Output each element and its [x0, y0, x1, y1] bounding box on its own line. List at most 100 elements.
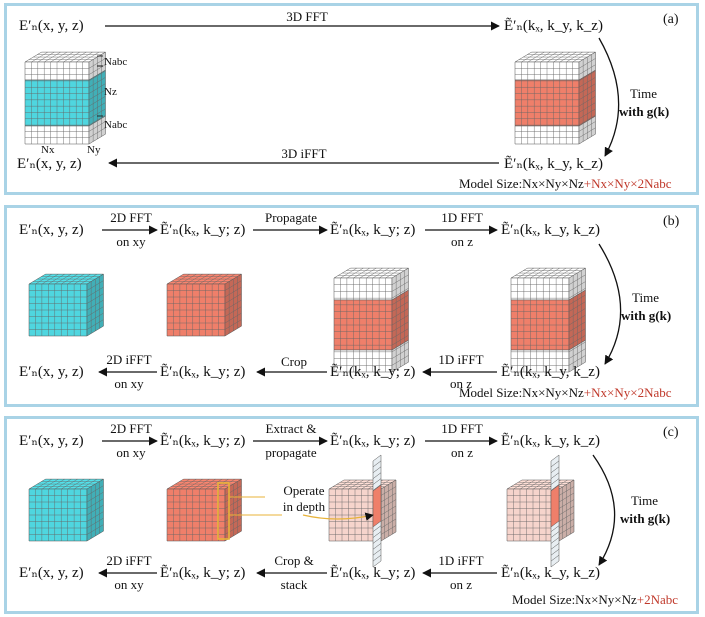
field-c-g4: Ẽ′ₙ(kₓ, k_y, k_z) [501, 565, 600, 581]
cube-grid [25, 51, 106, 144]
label-time-c: Time [631, 493, 658, 508]
arrow-time-c [592, 454, 616, 566]
grid-line [372, 531, 382, 538]
label-c-crop: Crop & [274, 553, 314, 568]
label-c-stack: stack [280, 577, 308, 592]
grid-line [372, 525, 382, 532]
highlight-column [217, 482, 230, 540]
label-in-depth: in depth [282, 499, 326, 514]
field-b-g1: E′ₙ(x, y, z) [19, 364, 84, 380]
cube-b-salmon [166, 273, 243, 337]
grid-line [550, 543, 560, 550]
panel-c-label: (c) [663, 425, 679, 440]
model-size-a-extra: +Nx×Ny×2Nabc [583, 176, 672, 191]
label-nz: Nz [104, 86, 117, 98]
grid-line [550, 460, 560, 468]
model-size-c: Model Size:Nx×Ny×Nz+2Nabc [512, 592, 678, 608]
label-b-propagate: Propagate [265, 210, 317, 225]
depth-slice-grid [372, 460, 382, 562]
cube-grid [511, 267, 586, 372]
field-a-tr: Ẽ′ₙ(kₓ, k_y, k_z) [504, 18, 603, 34]
cube-front-band [333, 277, 393, 301]
grid-line [550, 531, 560, 538]
field-b-g2: Ẽ′ₙ(kₓ, k_y; z) [160, 364, 246, 380]
grid-line [372, 466, 382, 473]
grid-line [550, 472, 560, 479]
grid-line [550, 466, 560, 473]
highlight-leader [229, 496, 282, 516]
model-size-c-base: Model Size:Nx×Ny×Nz [512, 592, 637, 607]
cube-grid [507, 479, 575, 541]
panel-c-graphics [28, 436, 616, 578]
label-b-onz2: on z [449, 376, 473, 391]
label-ny: Ny [87, 144, 101, 156]
cube-grid [167, 273, 242, 336]
grid-line [372, 460, 382, 468]
model-size-b-base: Model Size:Nx×Ny×Nz [459, 385, 584, 400]
label-with-g-c: with g(k) [620, 511, 671, 526]
panel-b-label: (b) [663, 214, 680, 229]
field-b-4: Ẽ′ₙ(kₓ, k_y, k_z) [501, 222, 600, 238]
field-c-2: Ẽ′ₙ(kₓ, k_y; z) [160, 433, 246, 449]
model-size-a: Model Size:Nx×Ny×Nz+Nx×Ny×2Nabc [459, 176, 672, 192]
field-a-br: Ẽ′ₙ(kₓ, k_y, k_z) [504, 156, 603, 172]
model-size-b-extra: +Nx×Ny×2Nabc [583, 385, 672, 400]
field-c-g1: E′ₙ(x, y, z) [19, 565, 84, 581]
grid-line [372, 554, 382, 562]
label-3d-fft: 3D FFT [286, 9, 328, 24]
cube-b-k-space [510, 267, 587, 373]
panel-b: E′ₙ(x, y, z) 2D FFT on xy Ẽ′ₙ(kₓ, k_y; z… [4, 205, 699, 407]
label-b-1difft: 1D iFFT [438, 352, 484, 367]
panel-a: E′ₙ(x, y, z) 3D FFT Ẽ′ₙ(kₓ, k_y, k_z) (a… [4, 3, 699, 195]
cube-c-cyan [28, 478, 105, 542]
field-a-bl: E′ₙ(x, y, z) [17, 156, 82, 172]
grid-line [372, 537, 382, 544]
field-a-tl: E′ₙ(x, y, z) [19, 18, 84, 34]
grid-line [550, 525, 560, 532]
highlight-arrow [302, 512, 374, 521]
depth-slice-active [372, 484, 382, 528]
label-b-2dfft: 2D FFT [110, 210, 152, 225]
field-c-1: E′ₙ(x, y, z) [19, 433, 84, 449]
depth-slice-active [550, 484, 560, 528]
cube-b-cyan [28, 273, 105, 337]
label-3d-ifft: 3D iFFT [281, 146, 327, 161]
field-b-g4: Ẽ′ₙ(kₓ, k_y, k_z) [501, 364, 600, 380]
grid-line [550, 554, 560, 562]
panel-a-graphics [24, 21, 620, 168]
panel-c: E′ₙ(x, y, z) 2D FFT on xy Ẽ′ₙ(kₓ, k_y; z… [4, 416, 699, 614]
cube-front-band [510, 277, 570, 301]
grid-line [550, 484, 560, 491]
model-size-a-base: Model Size:Nx×Ny×Nz [459, 176, 584, 191]
label-nabc-top: Nabc [104, 56, 128, 68]
label-c-2difft: 2D iFFT [106, 553, 152, 568]
label-b-1dfft: 1D FFT [441, 210, 483, 225]
label-c-propagate: propagate [265, 445, 317, 460]
field-c-g3: Ẽ′ₙ(kₓ, k_y; z) [330, 565, 416, 581]
label-with-g-a: with g(k) [619, 104, 670, 119]
cube-a-k-space [514, 51, 597, 145]
label-c-onxy: on xy [116, 445, 146, 460]
grid-line [550, 537, 560, 544]
grid-line [372, 543, 382, 550]
label-c-2dfft: 2D FFT [110, 421, 152, 436]
label-nabc-bottom: Nabc [104, 119, 128, 131]
model-size-b: Model Size:Nx×Ny×Nz+Nx×Ny×2Nabc [459, 385, 672, 401]
label-c-onz2: on z [449, 577, 473, 592]
field-c-4: Ẽ′ₙ(kₓ, k_y, k_z) [501, 433, 600, 449]
field-c-g2: Ẽ′ₙ(kₓ, k_y; z) [160, 565, 246, 581]
cube-a-real-space [24, 51, 107, 145]
label-b-onz: on z [450, 234, 474, 249]
grid-line [372, 549, 382, 556]
label-with-g-b: with g(k) [621, 308, 672, 323]
label-c-onxy2: on xy [114, 577, 144, 592]
cube-c-salmon [166, 478, 243, 542]
field-b-2: Ẽ′ₙ(kₓ, k_y; z) [160, 222, 246, 238]
cube-grid [29, 478, 104, 541]
cube-grid [29, 273, 104, 336]
arrow-time-b [598, 243, 622, 365]
cube-c-k-space [506, 454, 575, 568]
panel-b-graphics [28, 225, 622, 377]
cube-grid [334, 267, 409, 372]
label-b-crop: Crop [281, 354, 307, 369]
